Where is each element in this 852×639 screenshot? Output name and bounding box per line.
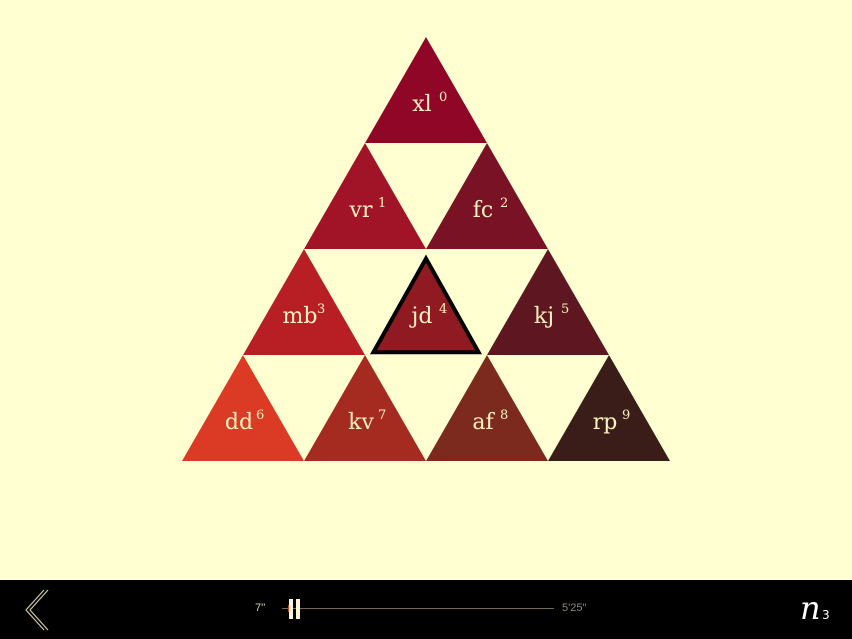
tile-xl-shape [365, 37, 487, 143]
tile-label: rp [593, 410, 618, 435]
tile-label: mb [283, 304, 318, 329]
tile-rp-shape [548, 355, 670, 461]
tile-vr-shape [304, 143, 426, 249]
total-time: 5'25'' [562, 602, 587, 614]
tile-index: 8 [500, 408, 508, 423]
logo-subscript: 3 [822, 608, 830, 622]
tile-index: 2 [500, 196, 508, 211]
tile-af[interactable]: af 8 [426, 355, 548, 461]
tile-kv[interactable]: kv 7 [304, 355, 426, 461]
tile-index: 0 [439, 90, 447, 105]
tile-kj-shape [487, 249, 609, 355]
tile-jd-shape [369, 254, 483, 355]
tile-index: 1 [378, 196, 386, 211]
tile-label: vr [349, 198, 373, 223]
back-button[interactable] [18, 588, 52, 632]
app-logo[interactable]: n 3 [796, 588, 842, 632]
logo-letter: n [800, 589, 821, 627]
tile-kv-shape [304, 355, 426, 461]
tile-index: 7 [378, 408, 386, 423]
timeline-track[interactable] [282, 608, 554, 609]
tile-index: 4 [439, 302, 447, 317]
tile-label: af [472, 410, 495, 435]
tile-label: dd [225, 410, 253, 435]
tile-fc-shape [426, 143, 548, 249]
tile-dd-shape [182, 355, 304, 461]
tile-mb-shape [243, 249, 365, 355]
tile-jd[interactable]: jd 4 [369, 254, 483, 355]
tile-label: kj [534, 304, 554, 329]
player-bar: 7'' 5'25'' n 3 [0, 580, 852, 639]
tile-fc[interactable]: fc 2 [426, 143, 548, 249]
tile-label: xl [412, 92, 431, 117]
elapsed-time: 7'' [255, 602, 266, 614]
tile-vr[interactable]: vr 1 [304, 143, 426, 249]
tile-xl[interactable]: xl 0 [365, 37, 487, 143]
tile-rp[interactable]: rp 9 [548, 355, 670, 461]
pause-icon [289, 599, 293, 619]
chevron-left-icon [25, 589, 49, 631]
tile-label: fc [473, 198, 493, 223]
pause-button[interactable] [286, 599, 304, 619]
tile-index: 5 [561, 302, 569, 317]
tile-af-shape [426, 355, 548, 461]
tile-index: 6 [256, 408, 264, 423]
pause-icon-bar [296, 599, 300, 619]
tile-index: 9 [622, 408, 630, 423]
tile-kj[interactable]: kj 5 [487, 249, 609, 355]
tile-label: jd [409, 304, 433, 329]
tile-label: kv [348, 410, 374, 435]
tile-index: 3 [317, 302, 325, 317]
